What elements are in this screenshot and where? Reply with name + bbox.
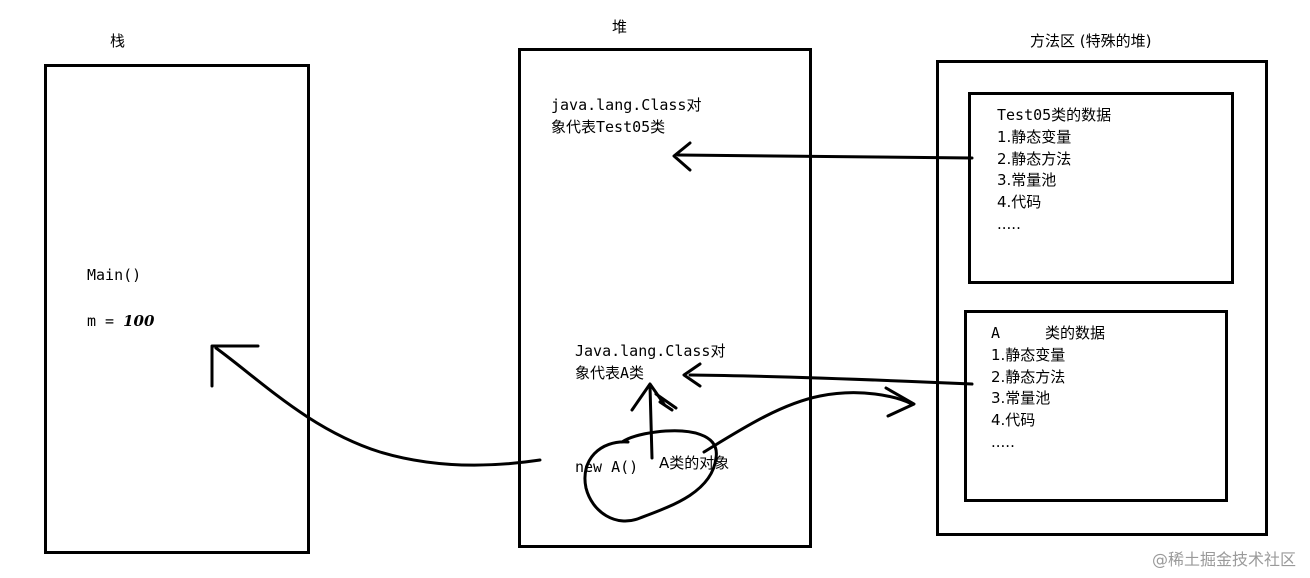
a-item-static-vars: 1.静态变量 [991, 345, 1066, 364]
class-object-a-line-2: 象代表A类 [575, 363, 645, 382]
variable-m: m = 100 [87, 311, 154, 333]
test05-item-code: 4.代码 [997, 193, 1042, 211]
watermark: @稀土掘金技术社区 [1151, 550, 1296, 569]
class-object-test05: java.lang.Class对 象代表Test05类 [551, 95, 701, 139]
test05-item-static-methods: 2.静态方法 [997, 149, 1072, 168]
test05-item-ellipsis: ..... [997, 214, 1021, 233]
main-frame-label: Main() [87, 266, 142, 284]
test05-class-data-heading: Test05类的数据 [997, 106, 1112, 124]
test05-item-constant-pool: 3.常量池 [997, 171, 1057, 190]
a-class-data-heading-prefix: A [991, 324, 1001, 342]
a-item-ellipsis: ..... [991, 432, 1015, 451]
method-area-box [936, 60, 1268, 536]
heap-box: java.lang.Class对 象代表Test05类 Java.lang.Cl… [518, 48, 812, 548]
variable-m-label: m = [87, 312, 124, 330]
heap-title: 堆 [612, 18, 628, 36]
a-class-data-box: A 类的数据 1.静态变量 2.静态方法 3.常量池 4.代码 ..... [964, 310, 1228, 502]
variable-m-value: 100 [123, 312, 155, 330]
a-item-code: 4.代码 [991, 411, 1036, 429]
a-item-static-methods: 2.静态方法 [991, 367, 1066, 386]
arrowhead-instance-to-a-data [884, 386, 916, 418]
class-object-a-line-1: Java.lang.Class对 [575, 342, 726, 360]
a-class-data-heading: A 类的数据 [991, 323, 1105, 345]
stack-title: 栈 [110, 32, 126, 50]
test05-class-data-box: Test05类的数据 1.静态变量 2.静态方法 3.常量池 4.代码 ....… [968, 92, 1234, 284]
a-class-data-list: A 类的数据 1.静态变量 2.静态方法 3.常量池 4.代码 ..... [991, 323, 1105, 454]
test05-class-data-list: Test05类的数据 1.静态变量 2.静态方法 3.常量池 4.代码 ....… [997, 105, 1111, 236]
a-instance-label: A类的对象 [659, 454, 730, 472]
a-class-data-heading-text: 类的数据 [1045, 324, 1106, 342]
a-item-constant-pool: 3.常量池 [991, 389, 1051, 408]
new-a-expression: new A() [575, 458, 639, 476]
stack-box: Main() m = 100 [44, 64, 310, 554]
class-object-test05-line-2: 象代表Test05类 [551, 117, 666, 136]
class-object-a: Java.lang.Class对 象代表A类 [575, 341, 725, 385]
method-area-title: 方法区 (特殊的堆) [1030, 32, 1152, 50]
test05-item-static-vars: 1.静态变量 [997, 127, 1072, 146]
class-object-test05-line-1: java.lang.Class对 [551, 96, 702, 114]
